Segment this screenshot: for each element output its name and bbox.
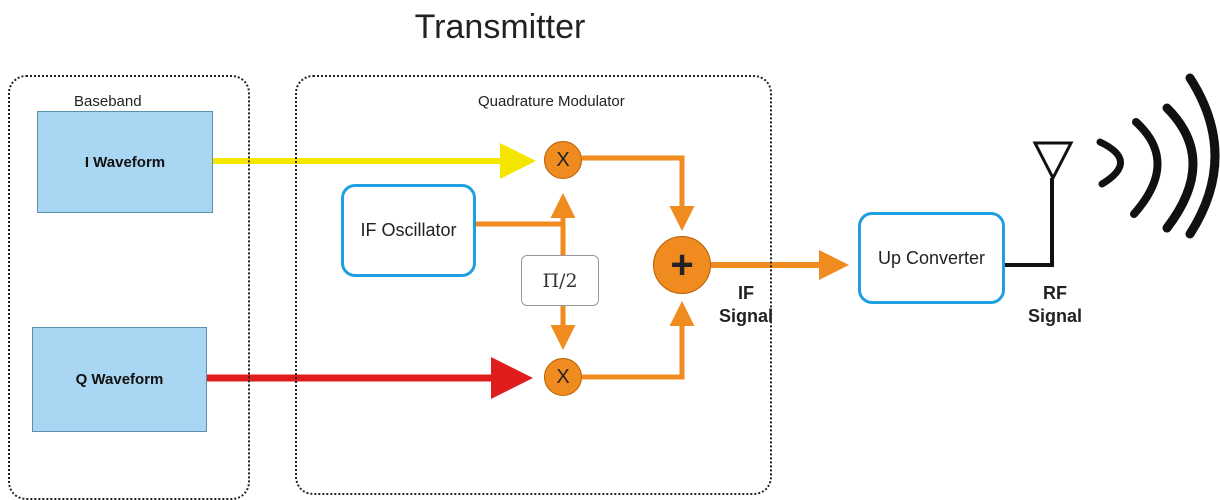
lower-mixer-to-summer-line bbox=[582, 301, 695, 380]
rf-feed-line bbox=[1005, 178, 1054, 267]
diagram-title: Transmitter bbox=[414, 8, 586, 46]
if-oscillator-label: IF Oscillator bbox=[360, 220, 457, 240]
i-waveform-block: I Waveform bbox=[37, 111, 213, 213]
lower-mixer-symbol: X bbox=[556, 365, 570, 388]
rf-signal-label-line1: RF bbox=[1043, 283, 1067, 303]
upper-mixer-node: X bbox=[544, 141, 582, 179]
radio-waves-icon bbox=[1096, 73, 1220, 239]
rf-signal-label: RF Signal bbox=[1025, 282, 1085, 328]
phase-shift-block: Π/2 bbox=[521, 255, 599, 306]
if-signal-label-line2: Signal bbox=[718, 306, 773, 326]
if-oscillator-block: IF Oscillator bbox=[341, 184, 476, 277]
up-converter-block: Up Converter bbox=[858, 212, 1005, 304]
lower-mixer-node: X bbox=[544, 358, 582, 396]
i-waveform-label: I Waveform bbox=[84, 153, 166, 171]
if-signal-label-line1: IF bbox=[738, 283, 754, 303]
summer-symbol: + bbox=[670, 243, 694, 287]
quadrature-modulator-label: Quadrature Modulator bbox=[478, 93, 625, 110]
q-waveform-block: Q Waveform bbox=[32, 327, 207, 432]
phase-shift-label: Π/2 bbox=[542, 269, 578, 292]
rf-signal-label-line2: Signal bbox=[1027, 306, 1082, 326]
quadrature-modulator-group bbox=[295, 75, 772, 495]
baseband-label: Baseband bbox=[74, 93, 142, 110]
antenna-icon bbox=[1032, 141, 1074, 182]
if-signal-label: IF Signal bbox=[716, 282, 776, 328]
q-waveform-label: Q Waveform bbox=[75, 371, 164, 388]
upper-mixer-to-summer-line bbox=[582, 155, 695, 231]
summer-node: + bbox=[653, 236, 711, 294]
upper-mixer-symbol: X bbox=[556, 148, 570, 171]
up-converter-label: Up Converter bbox=[877, 247, 986, 268]
